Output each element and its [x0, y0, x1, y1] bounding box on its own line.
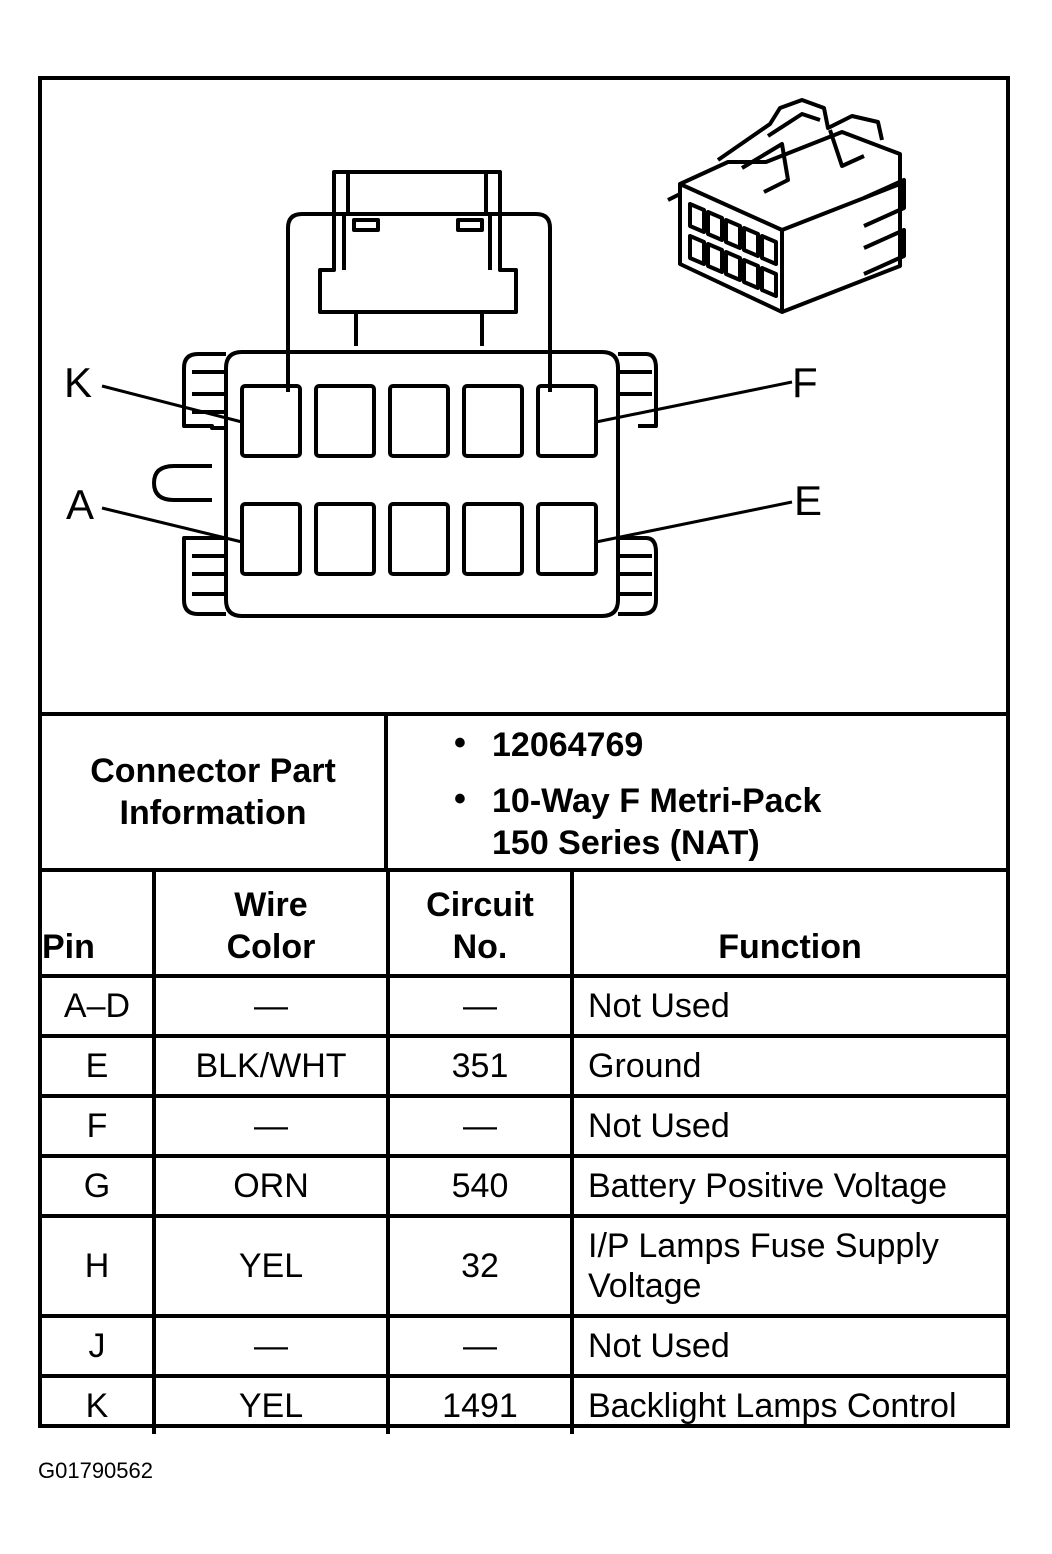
- cell-function-line1: I/P Lamps Fuse Supply: [588, 1227, 939, 1265]
- cell-circuit: 32: [386, 1214, 574, 1318]
- cell-pin: H: [42, 1214, 156, 1318]
- cell-circuit: —: [386, 974, 574, 1038]
- cell-function: I/P Lamps Fuse Supply Voltage: [570, 1214, 1006, 1318]
- connector-isometric-drawing: [667, 98, 906, 314]
- cell-function: Not Used: [570, 1314, 1006, 1378]
- cell-function: Not Used: [570, 974, 1006, 1038]
- cell-circuit: 351: [386, 1034, 574, 1098]
- pin-label-f: F: [792, 359, 818, 406]
- connector-part-information: Connector Part Information • 12064769 • …: [42, 712, 1006, 872]
- pin-assignment-table: Pin Wire Color Circuit No. Function A–D …: [42, 872, 1006, 1434]
- cell-wire-color: YEL: [152, 1374, 390, 1434]
- figure-code: G01790562: [38, 1458, 153, 1483]
- connector-figure-frame: K A F E Connector Part Information • 120…: [38, 76, 1010, 1434]
- table-row: G ORN 540 Battery Positive Voltage: [42, 1154, 1006, 1218]
- cell-function: Ground: [570, 1034, 1006, 1098]
- cell-circuit: 1491: [386, 1374, 574, 1434]
- table-row: J — — Not Used: [42, 1314, 1006, 1378]
- cell-pin: F: [42, 1094, 156, 1158]
- table-row: K YEL 1491 Backlight Lamps Control: [42, 1374, 1006, 1434]
- part-info-label-line2: Information: [119, 794, 307, 832]
- part-number: 12064769: [492, 726, 644, 764]
- header-wire-color: Wire Color: [152, 872, 390, 978]
- cell-circuit: 540: [386, 1154, 574, 1218]
- pin-label-k: K: [64, 359, 93, 406]
- bullet-marker: •: [454, 724, 466, 762]
- pin-label-e: E: [794, 477, 823, 524]
- cell-pin: G: [42, 1154, 156, 1218]
- header-function: Function: [570, 872, 1006, 978]
- cell-wire-color: —: [152, 1094, 390, 1158]
- cell-circuit: —: [386, 1314, 574, 1378]
- table-header-row: Pin Wire Color Circuit No. Function: [42, 872, 1006, 978]
- header-wire-line1: Wire: [234, 886, 308, 924]
- bullet-marker: •: [454, 780, 466, 818]
- part-info-label-line1: Connector Part: [90, 752, 336, 790]
- cell-wire-color: ORN: [152, 1154, 390, 1218]
- header-pin: Pin: [42, 872, 156, 978]
- header-circuit-line2: No.: [452, 928, 508, 966]
- part-description-line1: 10-Way F Metri-Pack: [492, 782, 822, 820]
- table-row: E BLK/WHT 351 Ground: [42, 1034, 1006, 1098]
- header-circuit-line1: Circuit: [426, 886, 534, 924]
- cell-pin: E: [42, 1034, 156, 1098]
- cell-wire-color: BLK/WHT: [152, 1034, 390, 1098]
- cell-function-line2: Voltage: [588, 1267, 702, 1305]
- cell-wire-color: YEL: [152, 1214, 390, 1318]
- connector-face-drawing: [101, 170, 793, 618]
- part-description-line2: 150 Series (NAT): [492, 824, 760, 862]
- header-wire-line2: Color: [226, 928, 316, 966]
- table-row: F — — Not Used: [42, 1094, 1006, 1158]
- table-row: H YEL 32 I/P Lamps Fuse Supply Voltage: [42, 1214, 1006, 1318]
- part-info-details: • 12064769 • 10-Way F Metri-Pack 150 Ser…: [388, 716, 1006, 868]
- header-circuit-no: Circuit No.: [386, 872, 574, 978]
- cell-function: Not Used: [570, 1094, 1006, 1158]
- cell-function: Backlight Lamps Control: [570, 1374, 1006, 1434]
- pin-label-a: A: [66, 481, 95, 528]
- cell-circuit: —: [386, 1094, 574, 1158]
- cell-function: Battery Positive Voltage: [570, 1154, 1006, 1218]
- cell-pin: J: [42, 1314, 156, 1378]
- table-row: A–D — — Not Used: [42, 974, 1006, 1038]
- cell-pin: K: [42, 1374, 156, 1434]
- cell-wire-color: —: [152, 974, 390, 1038]
- part-info-label: Connector Part Information: [42, 716, 388, 868]
- connector-diagram: K A F E: [42, 80, 1006, 716]
- cell-wire-color: —: [152, 1314, 390, 1378]
- cell-pin: A–D: [42, 974, 156, 1038]
